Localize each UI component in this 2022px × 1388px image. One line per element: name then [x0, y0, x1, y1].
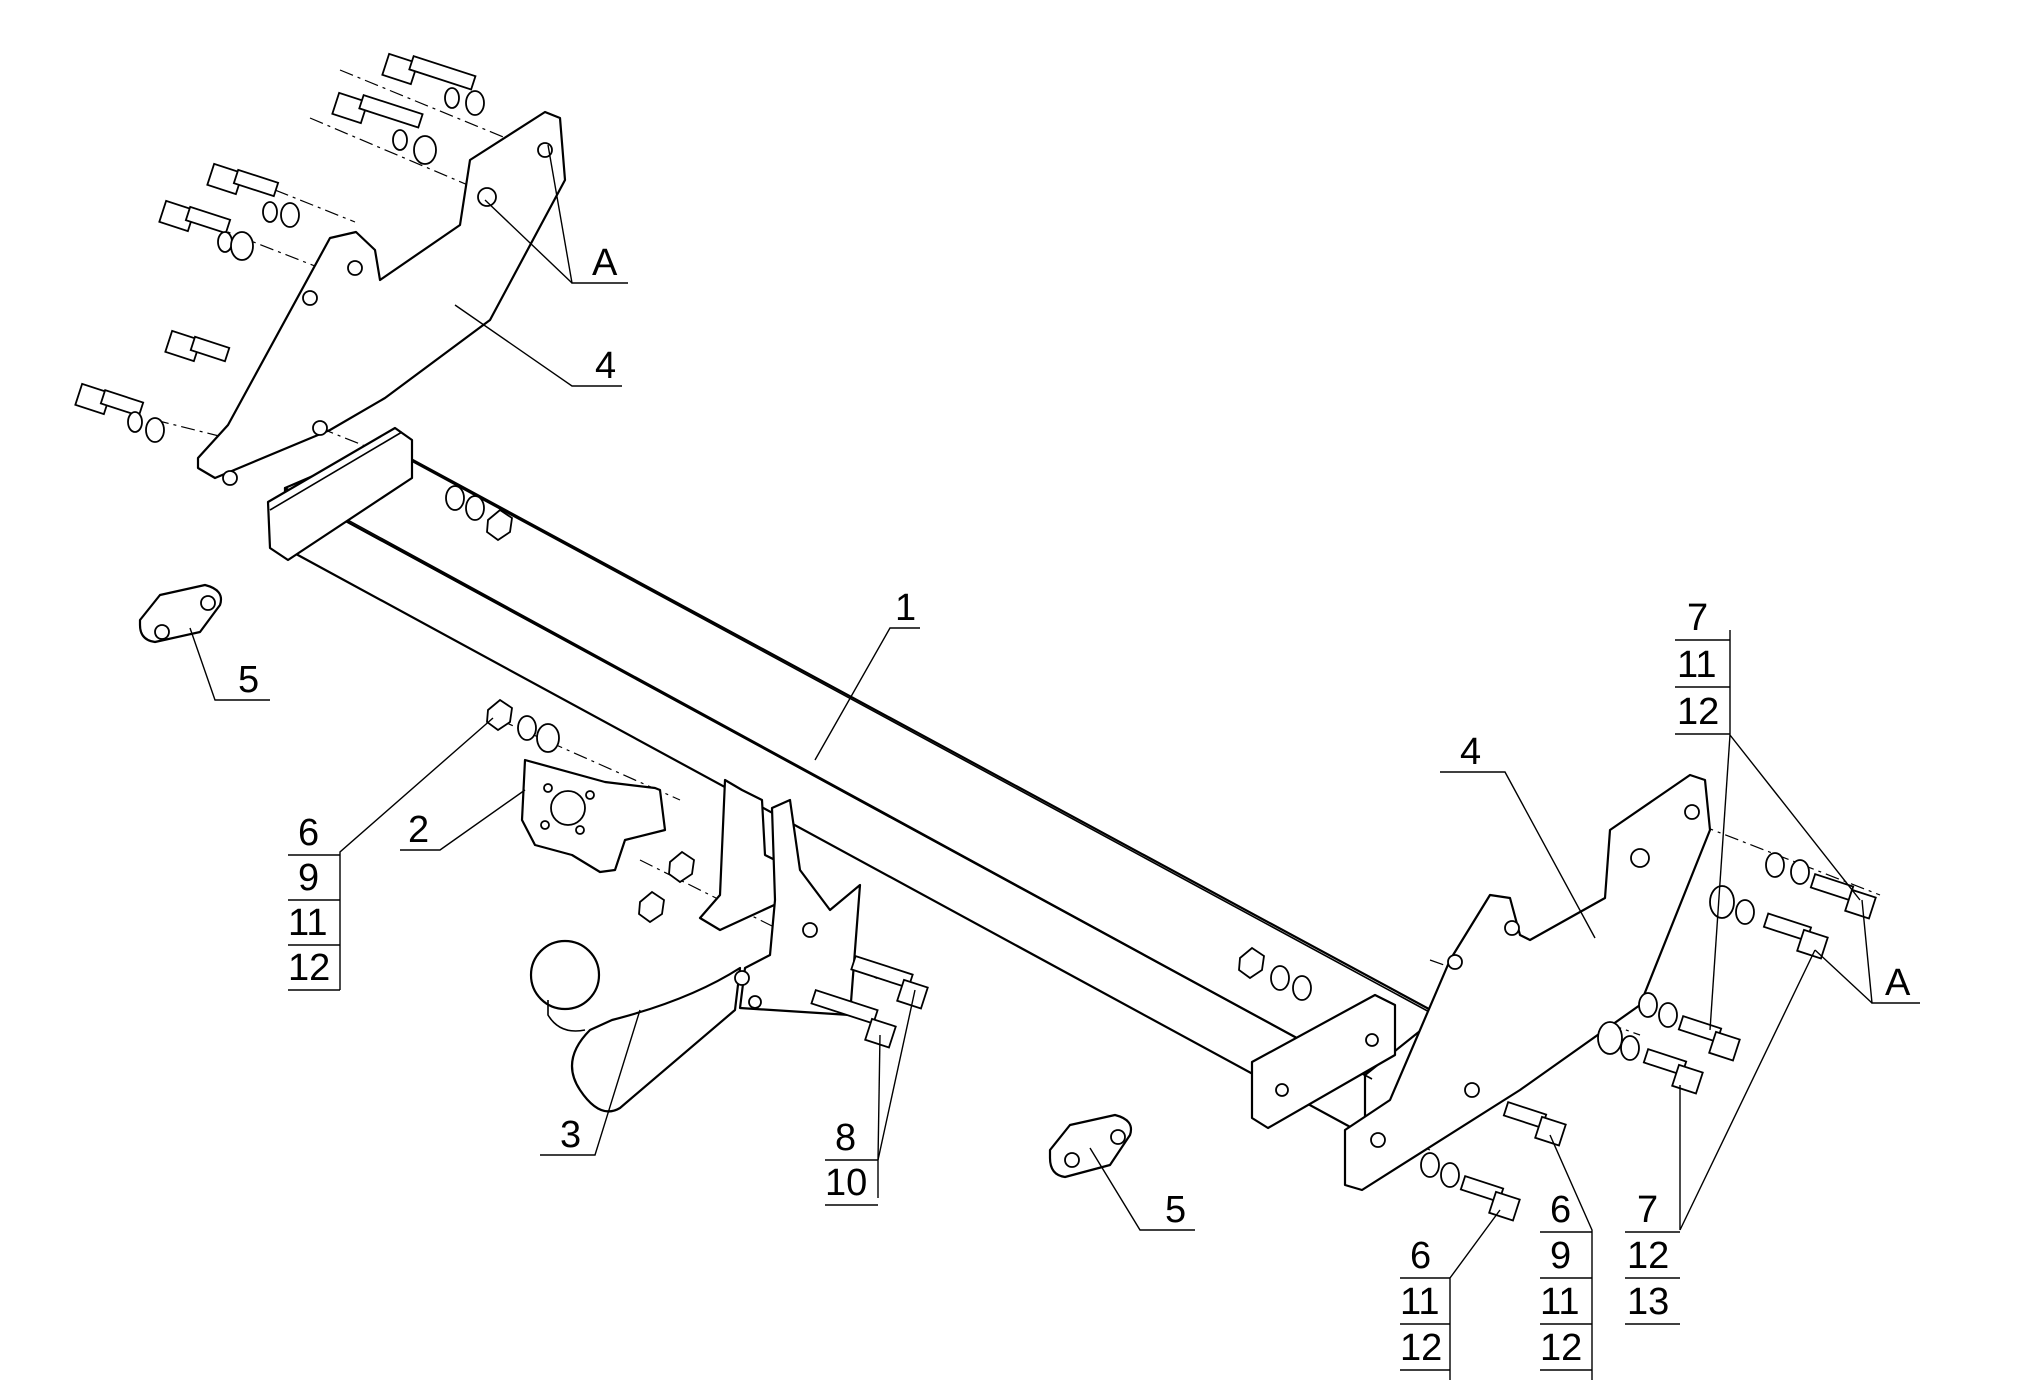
stack-label: 12	[1400, 1327, 1442, 1369]
callout-4-right: 4	[1460, 731, 1481, 773]
cross-bar	[266, 426, 1447, 1137]
hardware-bar-top	[445, 485, 513, 542]
stack-bottom-a: 6 11 12	[1400, 1235, 1450, 1371]
stack-label: 11	[1400, 1281, 1439, 1323]
stack-right-top: 7 11 12	[1675, 597, 1730, 735]
stack-2: 6 9 11 12	[288, 812, 340, 991]
stack-label: 9	[298, 857, 319, 899]
stack-label: 7	[1687, 597, 1708, 639]
stack-label: 6	[1410, 1235, 1431, 1277]
stack-label: 10	[825, 1162, 867, 1204]
stack-label: 12	[288, 947, 330, 989]
callout-5-right: 5	[1165, 1189, 1186, 1231]
bracket-left	[196, 110, 567, 486]
stack-label: 11	[288, 902, 327, 944]
stack-label: 12	[1677, 691, 1719, 733]
tow-ball-arm	[529, 778, 862, 1113]
stack-label: 7	[1637, 1189, 1658, 1231]
hardware-right-bracket	[1420, 852, 1877, 1222]
stack-label: 11	[1677, 644, 1716, 686]
socket-plate	[520, 758, 667, 874]
hardware-left-bracket	[74, 52, 485, 443]
stack-label: 8	[835, 1117, 856, 1159]
stack-label: 12	[1627, 1235, 1669, 1277]
stack-label: 11	[1540, 1281, 1579, 1323]
callout-1: 1	[895, 587, 916, 629]
hardware-bar-right	[1238, 946, 1312, 1001]
stack-right-low: 7 12 13	[1625, 1189, 1680, 1325]
hardware-socket	[486, 698, 695, 924]
spacer-left	[138, 583, 223, 644]
callout-3: 3	[560, 1114, 581, 1156]
stack-label: 13	[1627, 1281, 1669, 1323]
spacer-right	[1048, 1113, 1133, 1179]
callout-4-left: 4	[595, 345, 616, 387]
stack-label: 12	[1540, 1327, 1582, 1369]
stack-label: 9	[1550, 1235, 1571, 1277]
callout-a-right: A	[1885, 962, 1911, 1004]
bracket-right	[1343, 773, 1712, 1192]
hardware-ball-bolts	[810, 954, 929, 1049]
callout-stacks: 6 9 11 12 8 10 7 11 12 7 12	[288, 597, 1730, 1371]
callout-a-left: A	[592, 242, 618, 284]
leader-lines	[189, 144, 1920, 1380]
stack-bottom-b: 6 9 11 12	[1540, 1189, 1592, 1371]
stack-label: 6	[1550, 1189, 1571, 1231]
stack-label: 6	[298, 812, 319, 854]
callout-labels: 1 2 3 4 4 5 5 A A	[238, 242, 1911, 1231]
stack-ball: 8 10	[825, 1117, 878, 1206]
callout-5-left: 5	[238, 659, 259, 701]
callout-2: 2	[408, 809, 429, 851]
